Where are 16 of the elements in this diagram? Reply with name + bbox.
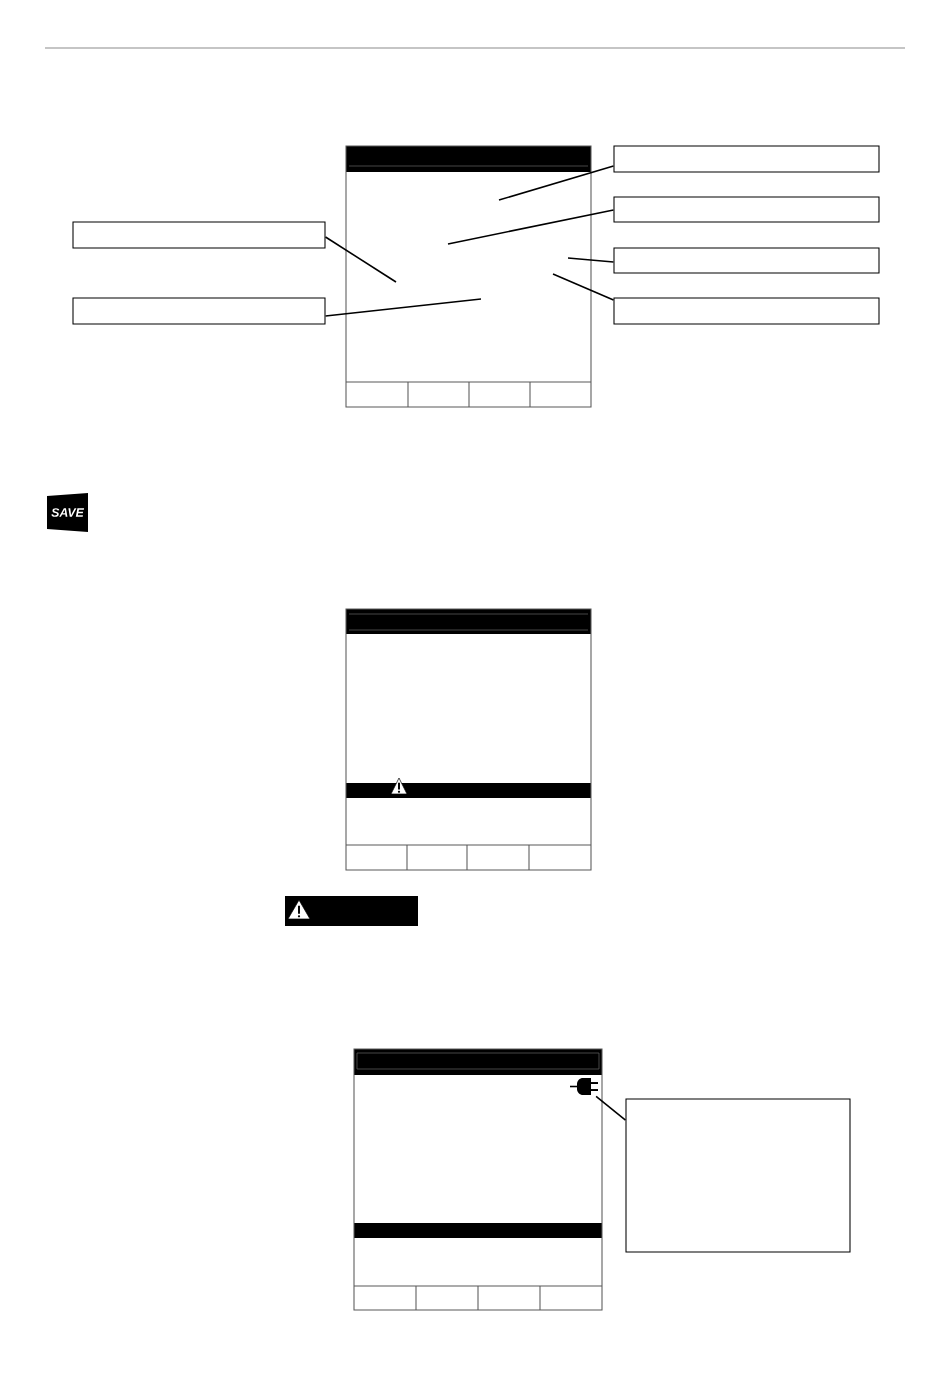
callout-box: [72, 297, 326, 325]
leader-line: [595, 1095, 627, 1121]
plug-icon: [569, 1078, 599, 1095]
leader-line: [498, 165, 615, 201]
key-button: SAVE: [47, 493, 88, 532]
leader-line: [552, 273, 615, 301]
leader-line: [447, 209, 615, 245]
leader-line: [567, 257, 615, 263]
leader-line: [324, 298, 482, 317]
callout-box: [72, 221, 326, 249]
callout-box: [613, 297, 880, 325]
callout-box: [625, 1098, 851, 1253]
leader-line: [324, 236, 397, 283]
callout-box: [613, 247, 880, 274]
callout-box: [613, 145, 880, 173]
callout-box: [613, 196, 880, 223]
